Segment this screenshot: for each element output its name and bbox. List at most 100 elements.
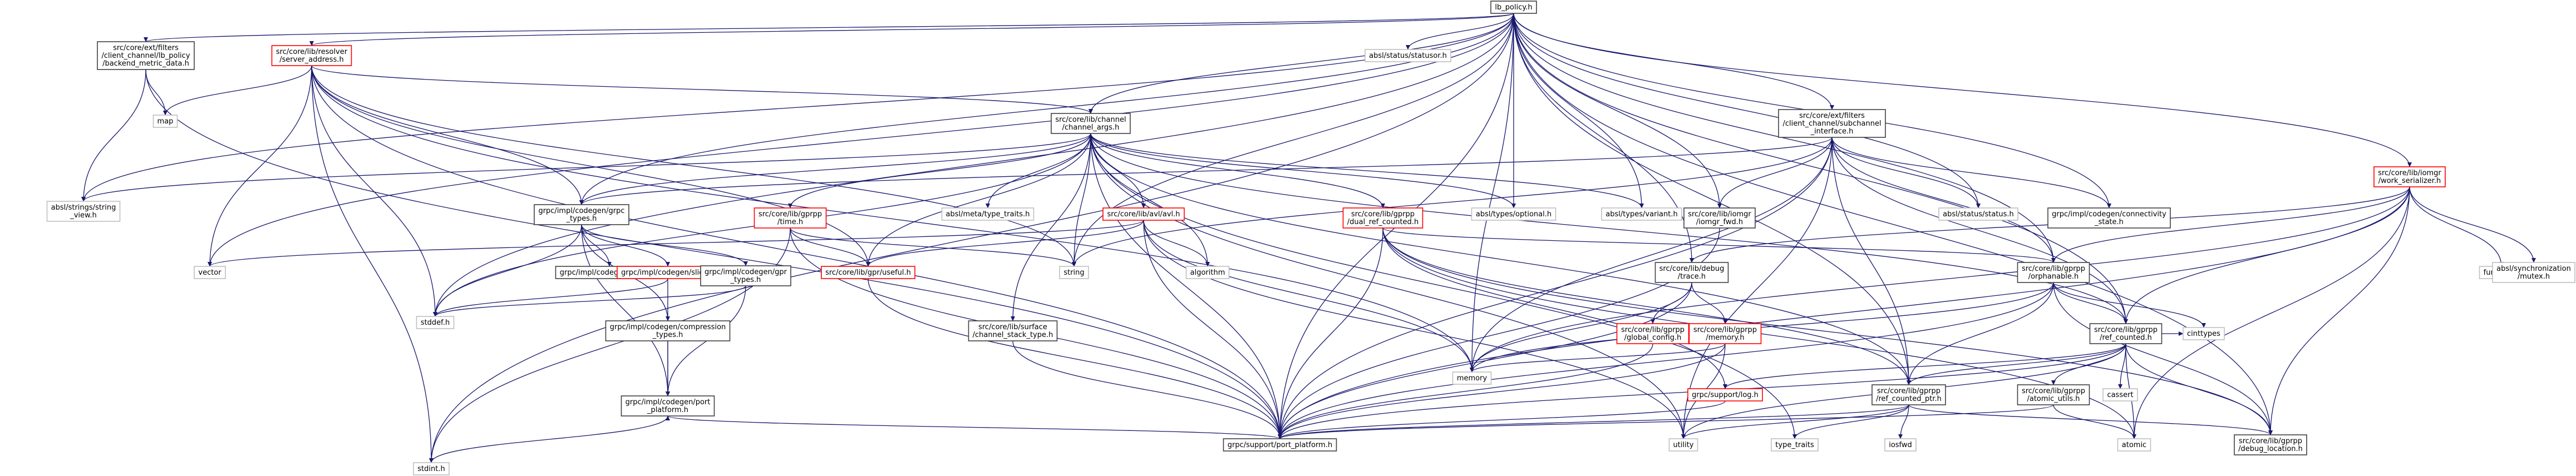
node-label: type_traits — [1775, 441, 1814, 449]
node-label: cinttypes — [2187, 330, 2220, 338]
graph-node-channel-args[interactable]: src/core/lib/channel/channel_args.h — [1051, 113, 1131, 134]
edge-orphanable-to-ref-counted-ptr — [1907, 282, 2054, 385]
edge-lb-policy-to-channel-args — [1088, 13, 1514, 114]
edge-orphanable-to-debug-location — [2053, 282, 2273, 435]
graph-node-atomic-utils[interactable]: src/core/lib/gprpp/atomic_utils.h — [2017, 384, 2090, 405]
edge-channel-args-to-ref-counted — [1090, 133, 2128, 324]
graph-node-subchannel-iface[interactable]: src/core/ext/filters/client_channel/subc… — [1778, 109, 1886, 138]
edge-ref-counted-ptr-to-type-traits — [1792, 404, 1909, 439]
edge-atomic-utils-to-port-platform — [1278, 404, 2054, 439]
node-label: /work_serializer.h — [2378, 177, 2441, 185]
edge-channel-args-to-ref-counted-ptr — [1090, 133, 1911, 385]
edge-slice-h-to-stddef — [433, 278, 668, 317]
node-label: src/core/lib/gpr/useful.h — [825, 269, 911, 277]
node-label: stddef.h — [421, 319, 450, 327]
graph-node-ref-counted-ptr[interactable]: src/core/lib/gprpp/ref_counted_ptr.h — [1871, 384, 1946, 405]
graph-node-backend-metric[interactable]: src/core/ext/filters/client_channel/lb_p… — [97, 41, 195, 70]
edge-channel-args-to-variant — [1090, 133, 1644, 209]
graph-node-dual-ref[interactable]: src/core/lib/gprpp/dual_ref_counted.h — [1342, 207, 1424, 229]
graph-node-gpr-types[interactable]: grpc/impl/codegen/gpr_types.h — [700, 265, 791, 286]
node-label: string — [1063, 269, 1084, 277]
node-box — [1938, 207, 2018, 221]
graph-node-orphanable[interactable]: src/core/lib/gprpp/orphanable.h — [2017, 262, 2090, 283]
node-label: src/core/lib/surface — [978, 323, 1047, 331]
node-label: /mutex.h — [2518, 272, 2550, 281]
node-box — [1059, 266, 1089, 279]
node-box — [1616, 323, 1690, 344]
edge-subchannel-iface-to-string — [1072, 137, 1833, 267]
graph-node-iomgr-fwd[interactable]: src/core/lib/iomgr/iomgr_fwd.h — [1683, 207, 1756, 229]
graph-node-global-config[interactable]: src/core/lib/gprpp/global_config.h — [1616, 323, 1690, 344]
edge-ref-counted-ptr-to-debug-location — [1908, 404, 2273, 435]
graph-node-server-address[interactable]: src/core/lib/resolver/server_address.h — [271, 45, 352, 66]
graph-node-useful[interactable]: src/core/lib/gpr/useful.h — [821, 266, 915, 279]
edge-channel-args-to-useful — [866, 133, 1091, 267]
node-label: /backend_metric_data.h — [102, 60, 189, 68]
node-label: _types.h — [652, 331, 683, 339]
graph-node-ref-counted[interactable]: src/core/lib/gprpp/ref_counted.h — [2089, 323, 2163, 344]
node-box — [1778, 109, 1886, 138]
node-box — [620, 395, 715, 416]
edge-grpc-types-to-gpr-types — [581, 224, 748, 266]
node-box — [1884, 438, 1917, 452]
edge-channel-args-to-string-view — [81, 133, 1091, 202]
edge-grpc-types-to-stddef — [433, 224, 582, 317]
node-label: /atomic_utils.h — [2027, 395, 2080, 403]
graph-node-codegen-port[interactable]: grpc/impl/codegen/port_platform.h — [620, 395, 715, 416]
edge-lb-policy-to-memory — [1470, 13, 1514, 373]
graph-node-compression-types[interactable]: grpc/impl/codegen/compression_types.h — [605, 320, 731, 341]
graph-node-lb-policy[interactable]: lb_policy.h — [1490, 1, 1537, 14]
edge-orphanable-to-ref-counted — [2053, 282, 2128, 324]
edge-channel-args-to-dual-ref — [1090, 133, 1385, 209]
edge-server-address-to-useful — [311, 65, 870, 267]
graph-node-stddef: stddef.h — [416, 316, 455, 329]
graph-node-surface-stack[interactable]: src/core/lib/surface/channel_stack_type.… — [968, 320, 1058, 341]
edge-subchannel-iface-to-port-platform — [1278, 137, 1833, 439]
node-label: src/core/lib/avl/avl.h — [1107, 210, 1180, 219]
graph-node-grpc-types[interactable]: grpc/impl/codegen/grpc_types.h — [534, 204, 629, 225]
edge-lb-policy-to-grpc-types — [579, 13, 1514, 205]
graph-node-gprpp-time[interactable]: src/core/lib/gprpp/time.h — [753, 207, 827, 229]
node-label: _platform.h — [647, 406, 688, 414]
graph-node-support-log[interactable]: grpc/support/log.h — [1687, 388, 1763, 401]
graph-node-work-serializer[interactable]: src/core/lib/iomgr/work_serializer.h — [2373, 166, 2446, 187]
edge-server-address-to-vector — [208, 65, 312, 267]
graph-node-debug-location[interactable]: src/core/lib/gprpp/debug_location.h — [2234, 434, 2307, 455]
graph-node-port-platform[interactable]: grpc/support/port_platform.h — [1223, 438, 1337, 452]
edge-gpr-types-to-stddef — [433, 285, 746, 317]
edge-gprpp-time-to-useful — [790, 227, 870, 267]
node-label: grpc/support/port_platform.h — [1228, 441, 1332, 449]
node-box — [1102, 207, 1185, 221]
graph-node-debug-trace[interactable]: src/core/lib/debug/trace.h — [1654, 262, 1729, 283]
graph-node-gprpp-memory[interactable]: src/core/lib/gprpp/memory.h — [1688, 323, 1762, 344]
edge-lb-policy-to-orphanable — [1513, 13, 2056, 263]
edge-gprpp-time-to-string — [790, 227, 1076, 267]
node-label: absl/types/optional.h — [1476, 210, 1551, 219]
edge-lb-policy-to-stdint — [429, 13, 1514, 463]
graph-node-slice-h[interactable]: grpc/impl/codegen/slice.h — [617, 266, 719, 279]
node-box — [2089, 323, 2163, 344]
node-label: src/core/lib/debug — [1659, 265, 1725, 273]
edge-subchannel-iface-to-grpc-types — [579, 137, 1833, 205]
edge-work-serializer-to-functional — [2409, 186, 2504, 267]
edge-gprpp-memory-to-port-platform — [1278, 343, 1726, 439]
edge-dual-ref-to-ref-counted-ptr — [1382, 227, 1911, 385]
node-label: algorithm — [1190, 269, 1225, 277]
graph-node-connectivity-state[interactable]: grpc/impl/codegen/connectivity_state.h — [2047, 207, 2171, 229]
edge-work-serializer-to-port-platform — [1278, 186, 2410, 439]
graph-node-avl[interactable]: src/core/lib/avl/avl.h — [1102, 207, 1185, 221]
node-box — [1654, 262, 1729, 283]
edge-avl-to-vector — [208, 220, 1144, 267]
edge-lb-policy-to-iomgr-fwd — [1513, 13, 1722, 209]
edge-ref-counted-to-support-log — [1723, 343, 2126, 389]
edge-lb-policy-to-ref-counted-ptr — [1513, 13, 1911, 385]
graph-node-iosfwd: iosfwd — [1884, 438, 1917, 452]
node-label: grpc/impl/codegen/connectivity — [2052, 210, 2166, 219]
node-label: /channel_stack_type.h — [973, 331, 1053, 339]
edge-server-address-to-memory — [311, 65, 1474, 373]
node-label: absl/types/variant.h — [1605, 210, 1677, 219]
edge-channel-args-to-surface-stack — [1011, 133, 1091, 321]
edge-port-platform-to-codegen-port — [666, 415, 1280, 439]
edge-work-serializer-to-atomic — [2132, 186, 2410, 439]
edge-layer — [81, 13, 2536, 463]
